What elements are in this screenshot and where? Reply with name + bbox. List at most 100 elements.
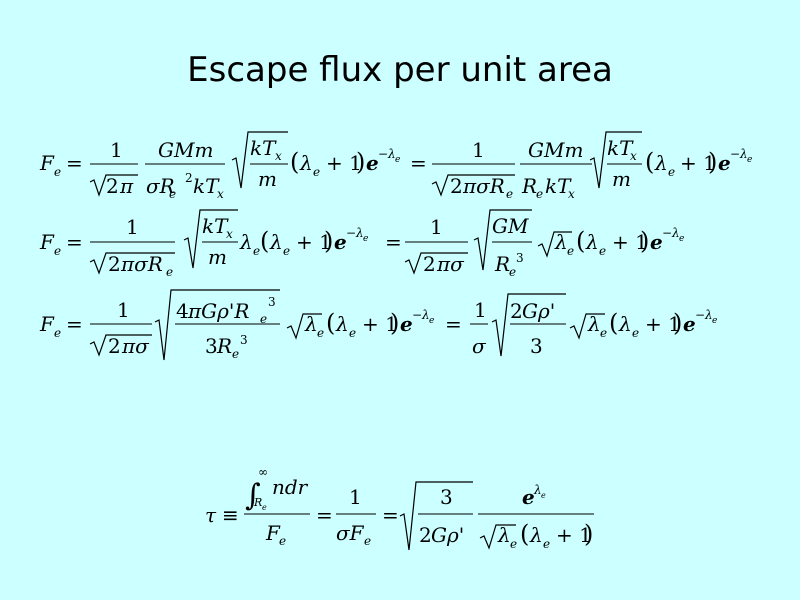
svg-text:=: = — [66, 230, 83, 254]
svg-text:=: = — [445, 312, 462, 336]
svg-text:−λ: −λ — [378, 147, 396, 161]
svg-text:3: 3 — [516, 251, 524, 265]
svg-text:kT: kT — [607, 136, 634, 160]
svg-text:GMm: GMm — [528, 138, 583, 162]
svg-text:e: e — [317, 326, 324, 340]
svg-text:2: 2 — [185, 171, 193, 185]
svg-text:4: 4 — [176, 299, 189, 323]
svg-text:2: 2 — [108, 334, 121, 358]
svg-text:λ: λ — [554, 230, 568, 254]
svg-text:2: 2 — [450, 174, 463, 198]
svg-text:e: e — [668, 165, 675, 179]
svg-text:+ 1: + 1 — [680, 151, 716, 175]
svg-text:(: ( — [576, 227, 585, 255]
svg-text:GMm: GMm — [158, 138, 213, 162]
svg-text:e: e — [54, 326, 61, 340]
svg-text:e: e — [679, 234, 684, 244]
svg-text:σ: σ — [472, 334, 487, 358]
svg-text:e: e — [395, 155, 400, 165]
svg-text:e: e — [260, 312, 267, 326]
svg-text:e: e — [536, 187, 543, 201]
svg-text:(: ( — [260, 227, 269, 255]
svg-text:e: e — [506, 187, 513, 201]
svg-text:): ) — [708, 148, 717, 176]
svg-text:e: e — [363, 234, 368, 244]
svg-text:): ) — [640, 227, 649, 255]
svg-text:x: x — [630, 149, 637, 163]
svg-text:3: 3 — [440, 485, 453, 509]
svg-text:e: e — [567, 244, 574, 258]
svg-text:−λ: −λ — [662, 226, 680, 240]
svg-text:λ: λ — [529, 523, 543, 547]
svg-text:GM: GM — [492, 214, 529, 238]
svg-text:+ 1: + 1 — [326, 151, 362, 175]
svg-text:Gρ': Gρ' — [431, 523, 464, 547]
svg-text:e: e — [279, 534, 286, 548]
svg-text:=: = — [66, 312, 83, 336]
svg-text:1: 1 — [126, 215, 139, 239]
svg-text:kT: kT — [250, 136, 277, 160]
svg-text:(: ( — [645, 148, 654, 176]
svg-text:πGρ'R: πGρ'R — [187, 299, 249, 323]
svg-text:e: e — [313, 165, 320, 179]
svg-text:kT: kT — [193, 174, 220, 198]
svg-text:e: e — [718, 151, 731, 175]
svg-text:e: e — [600, 326, 607, 340]
svg-text:≡: ≡ — [222, 503, 239, 527]
svg-text:3: 3 — [268, 295, 276, 309]
svg-text:e: e — [283, 244, 290, 258]
svg-text:e: e — [54, 165, 61, 179]
svg-text:+ 1: + 1 — [612, 230, 648, 254]
svg-text:m: m — [208, 245, 227, 269]
svg-text:=: = — [410, 151, 427, 175]
svg-text:e: e — [253, 244, 260, 258]
svg-text:R: R — [253, 496, 262, 509]
svg-text:e: e — [522, 485, 535, 509]
svg-text:e: e — [747, 155, 752, 165]
svg-text:−λ: −λ — [695, 308, 713, 322]
svg-text:σR: σR — [146, 174, 175, 198]
svg-text:e: e — [650, 230, 663, 254]
svg-text:e: e — [366, 151, 379, 175]
svg-text:e: e — [54, 244, 61, 258]
svg-text:x: x — [217, 187, 224, 201]
svg-text:): ) — [390, 309, 399, 337]
svg-text:e: e — [169, 187, 176, 201]
svg-text:∫: ∫ — [245, 478, 261, 513]
svg-text:+ 1: + 1 — [556, 523, 592, 547]
svg-text:F: F — [39, 312, 55, 336]
svg-text:m: m — [258, 167, 277, 191]
svg-text:kT: kT — [545, 174, 572, 198]
svg-text:λ: λ — [587, 312, 601, 336]
svg-text:F: F — [39, 151, 55, 175]
svg-text:e: e — [683, 312, 696, 336]
svg-text:e: e — [364, 534, 371, 548]
svg-text:ndr: ndr — [272, 475, 309, 499]
svg-text:2: 2 — [108, 252, 121, 276]
svg-text:πσR: πσR — [462, 174, 505, 198]
svg-text:e: e — [510, 537, 517, 551]
svg-text:1: 1 — [110, 138, 123, 162]
svg-text:kT: kT — [202, 214, 229, 238]
svg-text:σF: σF — [336, 521, 365, 545]
svg-text:λ: λ — [299, 151, 313, 175]
svg-text:+ 1: + 1 — [645, 312, 681, 336]
svg-text:(: ( — [609, 309, 618, 337]
svg-text:e: e — [262, 503, 267, 512]
svg-text:): ) — [324, 227, 333, 255]
svg-text:λ: λ — [335, 312, 349, 336]
svg-text:x: x — [275, 149, 282, 163]
svg-text:1: 1 — [430, 215, 443, 239]
svg-text:e: e — [429, 316, 434, 326]
svg-text:e: e — [334, 230, 347, 254]
svg-text:): ) — [584, 520, 593, 548]
svg-text:2: 2 — [419, 523, 432, 547]
svg-text:1: 1 — [474, 298, 487, 322]
svg-text:πσ: πσ — [436, 252, 465, 276]
